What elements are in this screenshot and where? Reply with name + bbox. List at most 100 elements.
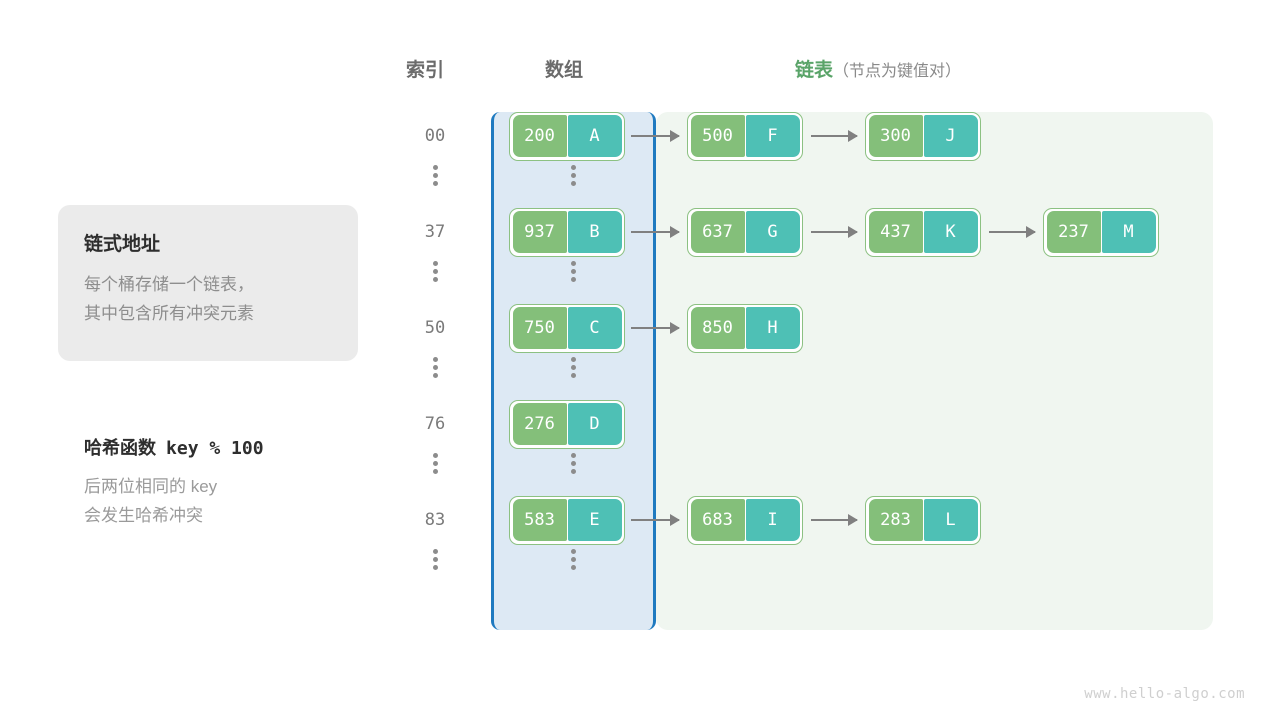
bucket-ellipsis-row (0, 256, 1280, 304)
array-ellipsis (491, 544, 656, 592)
node-value: D (567, 403, 622, 445)
hash-function-title: 哈希函数 key % 100 (84, 434, 384, 460)
bucket-index-label: 37 (424, 222, 446, 242)
index-ellipsis (410, 448, 460, 496)
column-header-list: 链表（节点为键值对） (795, 55, 961, 82)
array-ellipsis (491, 160, 656, 208)
vertical-dots-icon (432, 450, 438, 477)
column-header-array: 数组 (545, 60, 584, 81)
hash-note-line-1: 后两位相同的 key (84, 477, 218, 496)
node-key: 437 (868, 211, 923, 253)
node-value: H (745, 307, 800, 349)
node-key: 300 (868, 115, 923, 157)
column-header-list-subtitle: （节点为键值对） (833, 63, 962, 80)
chain-arrow (989, 226, 1036, 238)
node-value: E (567, 499, 622, 541)
node-value: M (1101, 211, 1156, 253)
chain-arrow (811, 130, 858, 142)
node-key: 237 (1046, 211, 1101, 253)
hash-note-line-2: 会发生哈希冲突 (84, 506, 203, 525)
chain-arrow (811, 514, 858, 526)
info-card-line-1: 每个桶存储一个链表， (84, 275, 254, 294)
node-key: 750 (512, 307, 567, 349)
node-value: A (567, 115, 622, 157)
vertical-dots-icon (571, 258, 576, 285)
vertical-dots-icon (432, 354, 438, 381)
info-card-title: 链式地址 (84, 234, 161, 255)
info-card-line-2: 其中包含所有冲突元素 (84, 304, 254, 323)
node-value: B (567, 211, 622, 253)
column-header-list-label: 链表 (795, 60, 834, 81)
index-ellipsis (410, 544, 460, 592)
hash-function-expression: key % 100 (166, 438, 264, 459)
vertical-dots-icon (571, 546, 576, 573)
vertical-dots-icon (571, 354, 576, 381)
vertical-dots-icon (432, 162, 438, 189)
hash-function-note: 哈希函数 key % 100 后两位相同的 key 会发生哈希冲突 (84, 434, 384, 530)
chain-arrow (631, 514, 680, 526)
node-value: F (745, 115, 800, 157)
node-key: 283 (868, 499, 923, 541)
vertical-dots-icon (432, 546, 438, 573)
index-ellipsis (410, 256, 460, 304)
node-value: K (923, 211, 978, 253)
watermark: www.hello-algo.com (1084, 686, 1245, 702)
node-key: 276 (512, 403, 567, 445)
bucket-index-label: 50 (424, 318, 446, 338)
chain-arrow (631, 226, 680, 238)
node-value: J (923, 115, 978, 157)
info-card: 链式地址 每个桶存储一个链表， 其中包含所有冲突元素 (58, 205, 358, 361)
node-value: I (745, 499, 800, 541)
chain-arrow (811, 226, 858, 238)
column-header-index: 索引 (406, 60, 445, 81)
bucket-ellipsis-row (0, 352, 1280, 400)
node-key: 637 (690, 211, 745, 253)
bucket-index-label: 83 (424, 510, 446, 530)
vertical-dots-icon (432, 258, 438, 285)
node-key: 583 (512, 499, 567, 541)
bucket-ellipsis-row (0, 448, 1280, 496)
node-key: 200 (512, 115, 567, 157)
bucket-ellipsis-row (0, 544, 1280, 592)
bucket-index-label: 76 (424, 414, 446, 434)
array-ellipsis (491, 352, 656, 400)
chain-arrow (631, 130, 680, 142)
node-value: C (567, 307, 622, 349)
node-key: 850 (690, 307, 745, 349)
vertical-dots-icon (571, 450, 576, 477)
array-ellipsis (491, 448, 656, 496)
hash-function-label: 哈希函数 (84, 438, 156, 458)
node-key: 937 (512, 211, 567, 253)
node-key: 500 (690, 115, 745, 157)
node-value: G (745, 211, 800, 253)
bucket-index-label: 00 (424, 126, 446, 146)
chain-arrow (631, 322, 680, 334)
array-ellipsis (491, 256, 656, 304)
index-ellipsis (410, 352, 460, 400)
